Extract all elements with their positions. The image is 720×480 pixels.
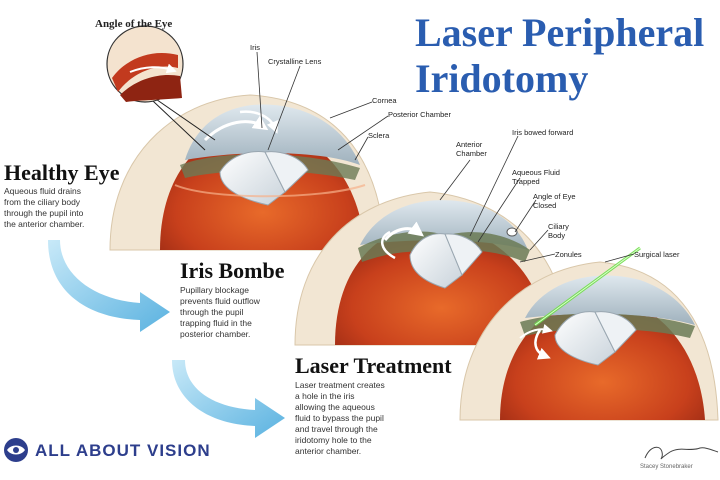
flow-arrow-2	[172, 360, 285, 438]
flow-arrow-1	[48, 240, 170, 332]
label-zonules: Zonules	[555, 250, 582, 259]
label-surgical-laser: Surgical laser	[634, 250, 680, 259]
iris-bombe-eye-illustration	[294, 191, 571, 346]
iris-bombe-heading: Iris Bombe	[180, 258, 285, 283]
label-leader-lines	[256, 51, 635, 263]
label-iris-bowed-forward: Iris bowed forward	[512, 128, 574, 137]
angle-of-eye-inset	[106, 25, 216, 151]
iris-bombe-description: Pupillary blockage prevents fluid outflo…	[180, 285, 260, 339]
laser-treatment-heading: Laser Treatment	[295, 353, 452, 378]
page-title-line-2: Iridotomy	[415, 56, 589, 101]
healthy-eye-illustration	[109, 94, 386, 251]
inset-title: Angle of the Eye	[95, 18, 173, 30]
brand-name: ALL ABOUT VISION	[35, 441, 211, 460]
artist-signature-name: Stacey Stonebraker	[640, 464, 693, 470]
label-aqueous-fluid-trapped: Aqueous Fluid Trapped	[512, 168, 560, 186]
label-anterior-chamber: Anterior Chamber	[456, 140, 487, 158]
healthy-eye-heading: Healthy Eye	[4, 160, 120, 185]
artist-signature	[644, 446, 719, 460]
laser-treatment-eye-illustration	[459, 246, 719, 421]
label-sclera: Sclera	[368, 131, 390, 140]
all-about-vision-logo-icon	[4, 438, 28, 462]
label-cornea: Cornea	[372, 96, 397, 105]
label-crystalline-lens: Crystalline Lens	[268, 57, 322, 66]
page-title-line-1: Laser Peripheral	[415, 10, 705, 55]
label-posterior-chamber: Posterior Chamber	[388, 110, 451, 119]
healthy-eye-description: Aqueous fluid drains from the ciliary bo…	[4, 186, 85, 229]
label-iris: Iris	[250, 43, 260, 52]
label-ciliary-body: Ciliary Body	[548, 222, 569, 240]
label-angle-of-eye-closed: Angle of Eye Closed	[533, 192, 576, 210]
laser-treatment-description: Laser treatment creates a hole in the ir…	[295, 380, 385, 456]
